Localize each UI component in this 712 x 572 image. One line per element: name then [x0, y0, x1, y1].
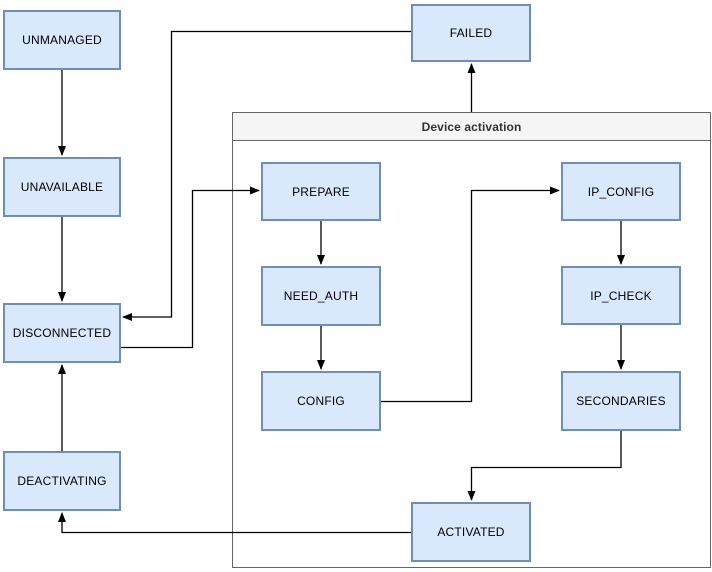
state-node-label: PREPARE: [292, 184, 350, 199]
state-node-label: DEACTIVATING: [17, 474, 107, 488]
state-node-secondaries: SECONDARIES: [561, 371, 681, 431]
state-node-prepare: PREPARE: [261, 162, 381, 221]
state-node-config: CONFIG: [261, 371, 381, 431]
state-node-label: IP_CHECK: [590, 288, 652, 303]
state-node-failed: FAILED: [411, 4, 531, 62]
state-node-need-auth: NEED_AUTH: [261, 266, 381, 326]
state-node-label: UNAVAILABLE: [20, 180, 104, 194]
state-node-activated: ACTIVATED: [411, 502, 531, 562]
state-node-unavailable: UNAVAILABLE: [3, 157, 121, 217]
device-activation-title: Device activation: [233, 113, 710, 141]
state-node-label: UNMANAGED: [22, 33, 102, 47]
state-node-unmanaged: UNMANAGED: [3, 10, 121, 70]
state-node-ip-check: IP_CHECK: [561, 266, 681, 325]
state-node-label: NEED_AUTH: [283, 289, 359, 303]
state-node-disconnected: DISCONNECTED: [3, 303, 121, 363]
state-node-deactivating: DEACTIVATING: [3, 451, 121, 511]
state-node-label: IP_CONFIG: [587, 184, 655, 199]
state-node-label: ACTIVATED: [437, 525, 505, 539]
state-node-label: FAILED: [449, 26, 493, 40]
state-node-label: SECONDARIES: [576, 394, 666, 408]
state-node-ip-config: IP_CONFIG: [561, 162, 681, 221]
state-node-label: CONFIG: [297, 394, 345, 408]
state-node-label: DISCONNECTED: [12, 326, 112, 340]
